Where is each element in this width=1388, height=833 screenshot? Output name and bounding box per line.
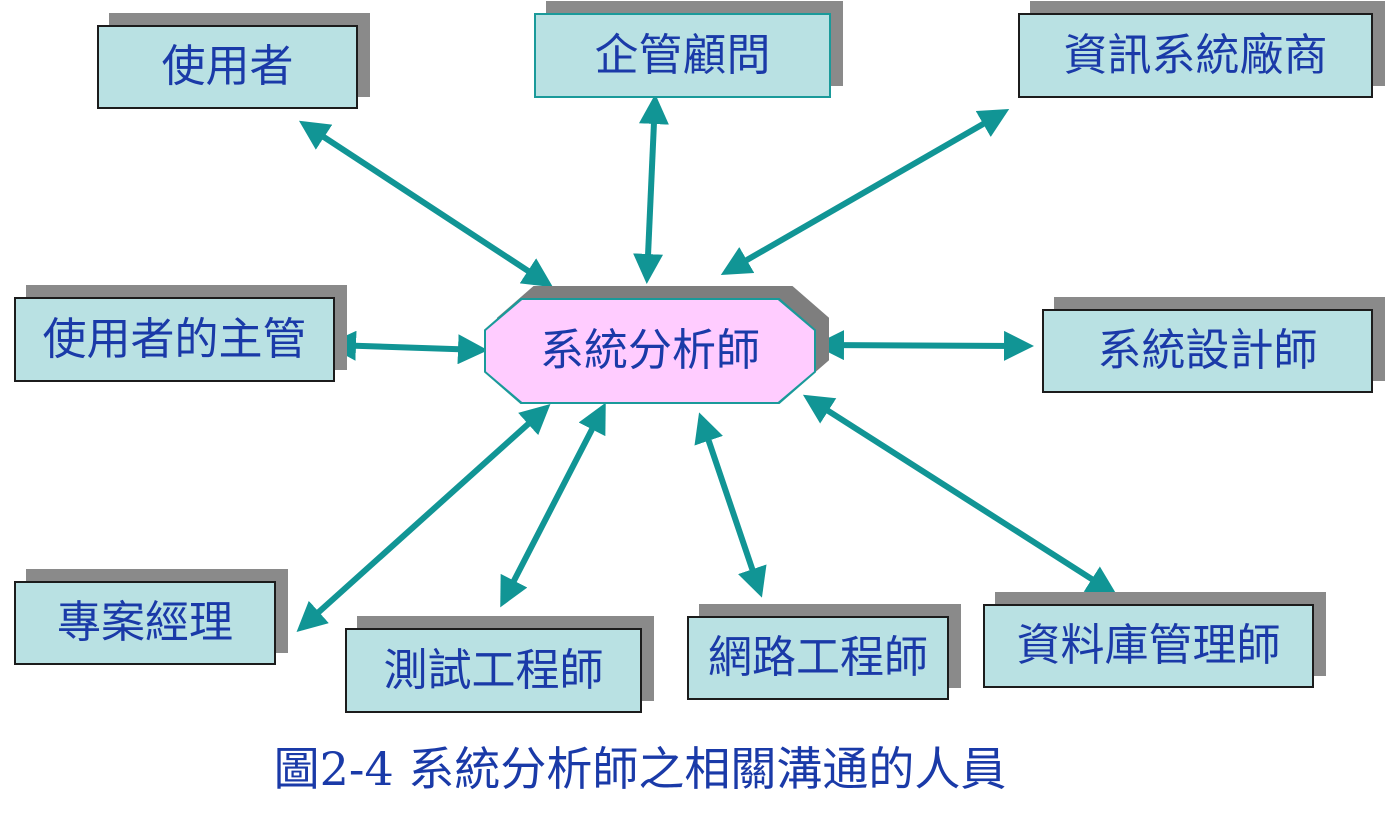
node-project-manager: 專案經理: [14, 581, 276, 665]
node-test-engineer: 測試工程師: [345, 628, 642, 713]
node-designer: 系統設計師: [1042, 309, 1373, 393]
node-dba-label: 資料庫管理師: [1016, 620, 1281, 671]
arrow-user: [298, 120, 554, 288]
node-user-label: 使用者: [161, 41, 294, 92]
node-consultant: 企管顧問: [534, 13, 831, 98]
node-dba: 資料庫管理師: [983, 604, 1314, 688]
node-user-manager: 使用者的主管: [14, 297, 335, 382]
node-test-engineer-label: 測試工程師: [383, 644, 604, 696]
arrow-user-manager: [326, 330, 488, 365]
node-network-engineer: 網路工程師: [687, 616, 949, 700]
node-user: 使用者: [97, 25, 358, 109]
node-network-engineer-label: 網路工程師: [708, 632, 928, 683]
arrow-designer: [814, 330, 1034, 361]
node-consultant-label: 企管顧問: [594, 29, 771, 81]
node-vendor: 資訊系統廠商: [1018, 13, 1373, 98]
node-vendor-label: 資訊系統廠商: [1063, 29, 1328, 81]
arrow-network-engineer: [694, 412, 767, 598]
arrow-dba: [802, 394, 1118, 596]
node-project-manager-label: 專案經理: [57, 597, 233, 648]
center-node-label: 系統分析師: [486, 300, 814, 402]
arrow-test-engineer: [500, 402, 606, 608]
figure-caption: 圖2-4 系統分析師之相關溝通的人員: [273, 742, 1007, 796]
node-designer-label: 系統設計師: [1097, 325, 1318, 376]
arrow-consultant: [633, 94, 669, 284]
center-node: 系統分析師: [484, 298, 816, 404]
node-user-manager-label: 使用者的主管: [42, 313, 307, 365]
arrow-vendor: [720, 109, 1010, 275]
